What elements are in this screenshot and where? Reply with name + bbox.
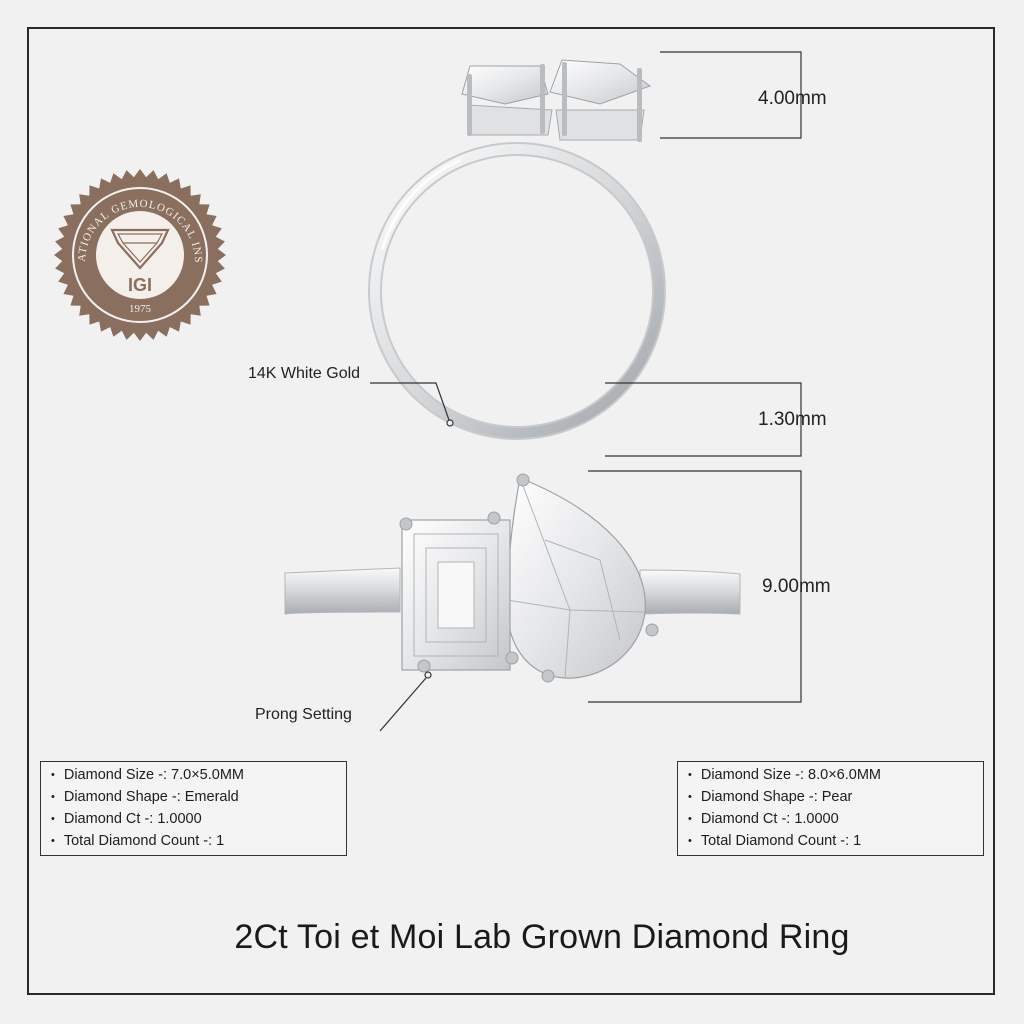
- metal-callout: 14K White Gold: [248, 365, 361, 382]
- callout-leaders: [370, 382, 454, 732]
- band-width-dimension: 1.30mm: [758, 409, 827, 430]
- svg-text:IGI: IGI: [128, 275, 152, 295]
- svg-text:1975: 1975: [129, 303, 152, 315]
- spec-row: Diamond Shape -: Pear: [688, 787, 973, 809]
- ring-top-view: [284, 473, 741, 683]
- stone-length-dimension: 9.00mm: [762, 576, 831, 597]
- spec-row: Diamond Ct -: 1.0000: [51, 809, 336, 831]
- page-frame: [27, 27, 995, 995]
- product-title: 2Ct Toi et Moi Lab Grown Diamond Ring: [234, 918, 850, 956]
- spec-row: Diamond Size -: 8.0×6.0MM: [688, 765, 973, 787]
- spec-box-emerald: Diamond Size -: 7.0×5.0MM Diamond Shape …: [40, 761, 347, 856]
- head-height-dimension: 4.00mm: [758, 88, 827, 109]
- spec-row: Total Diamond Count -: 1: [688, 831, 973, 853]
- ring-side-view: [368, 59, 666, 440]
- spec-row: Total Diamond Count -: 1: [51, 831, 336, 853]
- spec-row: Diamond Size -: 7.0×5.0MM: [51, 765, 336, 787]
- spec-row: Diamond Shape -: Emerald: [51, 787, 336, 809]
- spec-row: Diamond Ct -: 1.0000: [688, 809, 973, 831]
- spec-box-pear: Diamond Size -: 8.0×6.0MM Diamond Shape …: [677, 761, 984, 856]
- setting-callout: Prong Setting: [255, 706, 352, 723]
- igi-seal-logo: INTERNATIONAL GEMOLOGICAL INSTITUTE IGI …: [0, 0, 226, 341]
- dimension-lines: [588, 51, 802, 703]
